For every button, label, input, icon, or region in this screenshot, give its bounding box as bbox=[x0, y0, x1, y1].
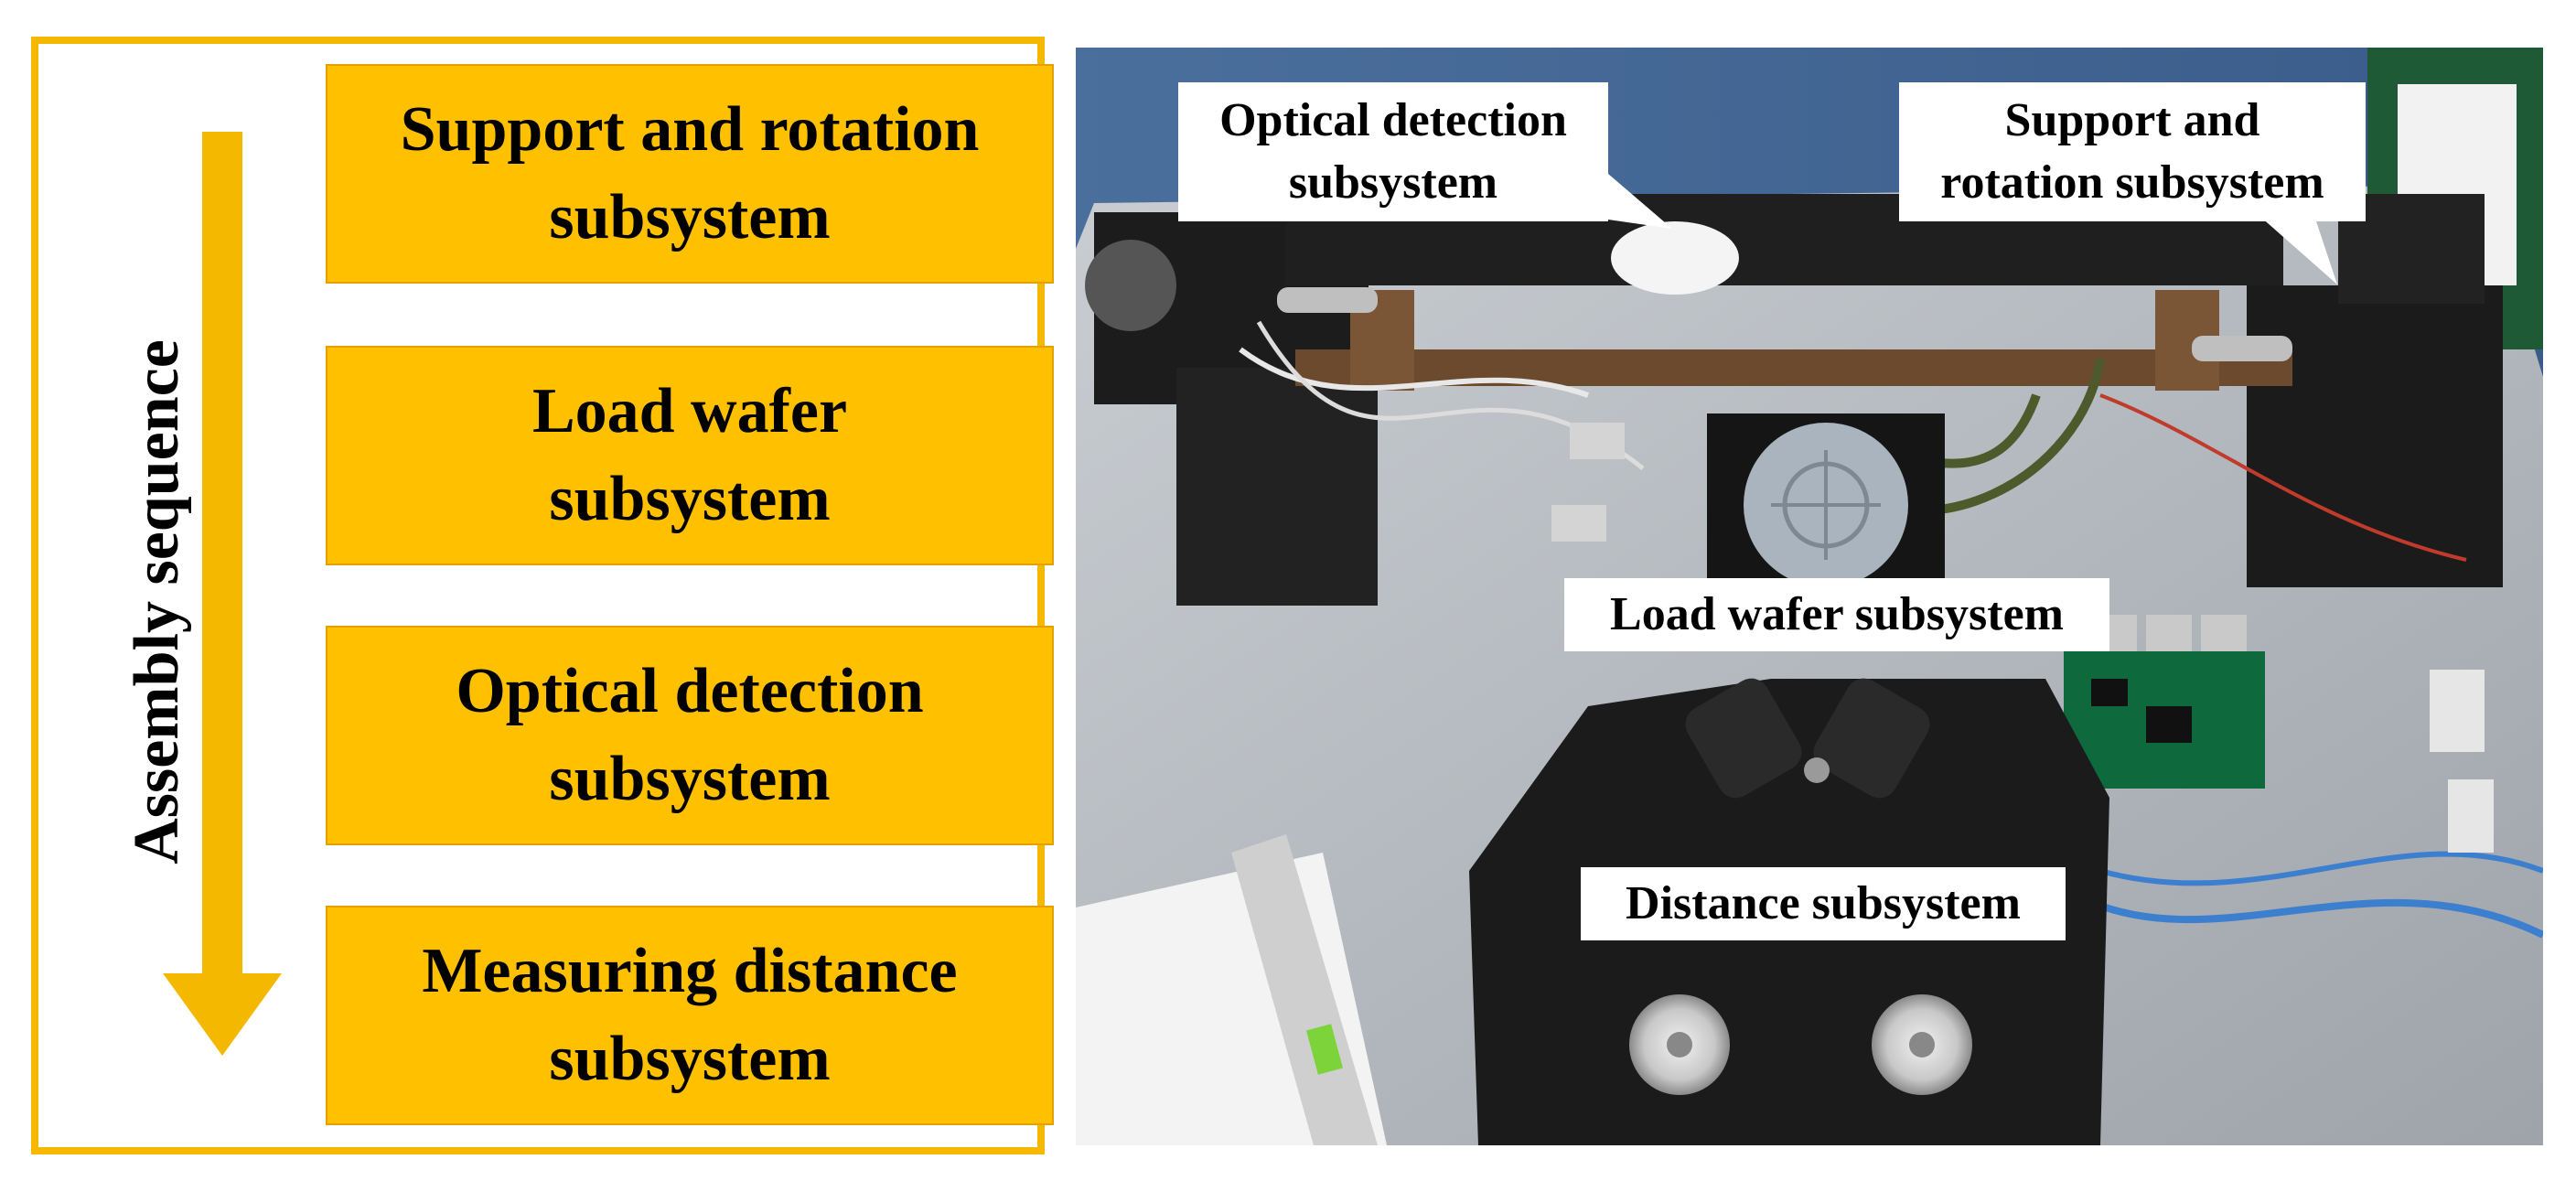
step-label-line1: Load wafer bbox=[531, 376, 848, 446]
callout-support-rotation: Support and rotation subsystem bbox=[1899, 82, 2366, 221]
assembly-sequence-label: Assembly sequence bbox=[122, 339, 193, 864]
step-label-line2: subsystem bbox=[549, 744, 831, 814]
step-support-rotation: Support and rotation subsystem bbox=[326, 64, 1054, 284]
step-label-line1: Support and rotation bbox=[400, 94, 980, 165]
callout-distance: Distance subsystem bbox=[1581, 867, 2066, 940]
step-label-line2: subsystem bbox=[549, 464, 831, 534]
step-load-wafer: Load wafer subsystem bbox=[326, 346, 1054, 565]
callout-optical-detection: Optical detection subsystem bbox=[1178, 82, 1608, 221]
callout-load-wafer: Load wafer subsystem bbox=[1564, 578, 2109, 651]
step-label-line2: subsystem bbox=[549, 1024, 831, 1094]
step-measuring-distance: Measuring distance subsystem bbox=[326, 906, 1054, 1125]
step-label-line1: Measuring distance bbox=[422, 936, 958, 1006]
assembly-sequence-panel: Assembly sequence Support and rotation s… bbox=[31, 37, 1054, 1154]
step-label-line2: subsystem bbox=[549, 182, 831, 252]
callout-pointer-icon bbox=[2259, 216, 2337, 285]
step-optical-detection: Optical detection subsystem bbox=[326, 626, 1054, 845]
callout-pointer-icon bbox=[1608, 174, 1672, 229]
step-label-line1: Optical detection bbox=[456, 656, 924, 726]
down-arrow-icon bbox=[163, 132, 282, 1056]
